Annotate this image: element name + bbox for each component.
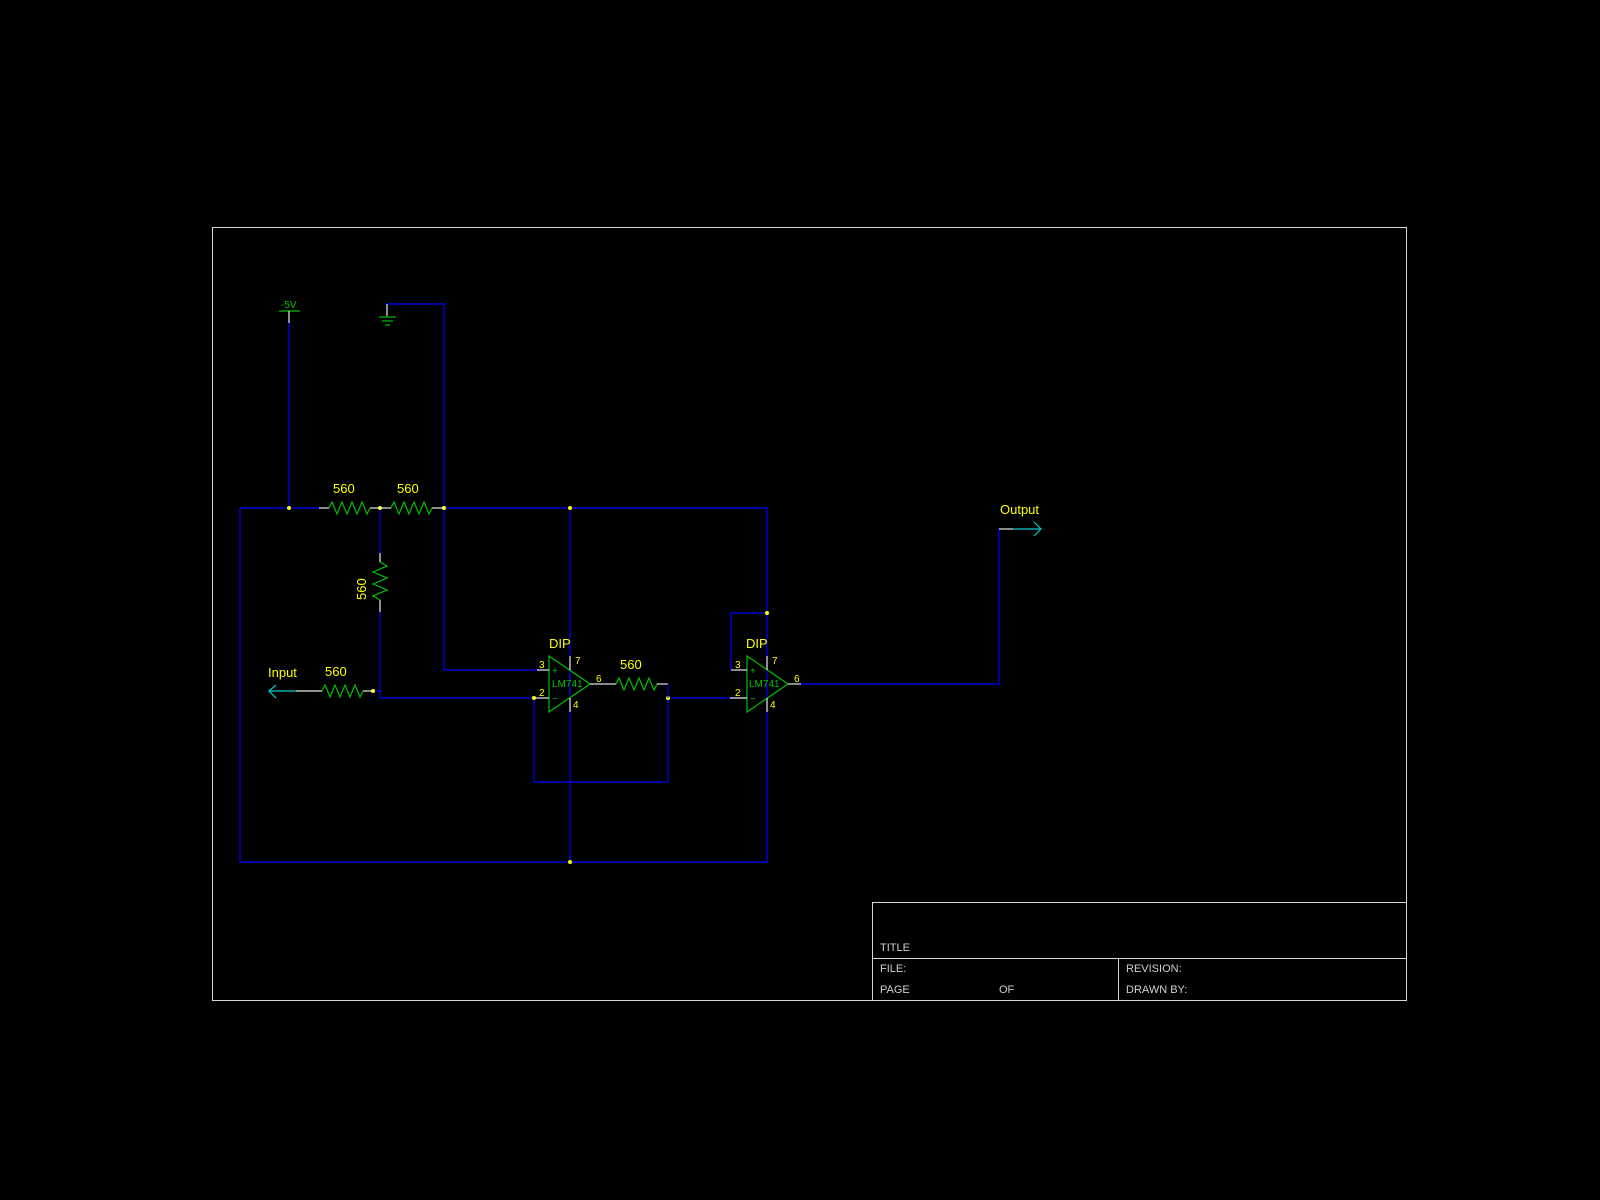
- title-block: TITLE FILE: PAGE OF REVISION: DRAWN BY:: [872, 902, 1407, 1001]
- title-label: TITLE: [880, 942, 910, 954]
- opamp-package: DIP: [746, 636, 768, 651]
- opamp-2: + − LM741 DIP 3 2 6 7 4: [730, 636, 801, 714]
- wires: [239, 303, 1000, 863]
- resistor-value: 560: [333, 481, 355, 496]
- page-of-label: OF: [999, 984, 1015, 996]
- opamp-package: DIP: [549, 636, 571, 651]
- pin-number: 7: [575, 656, 581, 667]
- resistor-value: 560: [354, 578, 369, 600]
- resistor-zigzag: [328, 500, 371, 516]
- pin-number: 2: [539, 688, 545, 699]
- resistor-r4: 560: [296, 664, 373, 699]
- resistor-value: 560: [397, 481, 419, 496]
- wire-input-to-opamp1-inv: [373, 690, 534, 699]
- resistor-value: 560: [325, 664, 347, 679]
- opamp-plus-sign: +: [750, 666, 756, 677]
- resistor-zigzag: [371, 561, 389, 601]
- output-arrow-icon: [1033, 521, 1042, 537]
- title-block-border: [872, 902, 1407, 1001]
- pin-number: 6: [794, 674, 800, 685]
- wire-to-output: [801, 529, 1000, 685]
- resistor-zigzag: [321, 683, 364, 699]
- supply-label: -5V: [281, 300, 297, 311]
- wire-feedback-loop: [533, 698, 669, 783]
- wire-ground-to-opamp1-noninv: [387, 303, 537, 671]
- junction-dot: [287, 506, 291, 510]
- resistor-zigzag: [390, 500, 433, 516]
- pin-number: 4: [770, 700, 776, 711]
- wire-outer-loop: [239, 507, 768, 863]
- pin-number: 7: [772, 656, 778, 667]
- supply-symbol: -5V: [279, 300, 300, 323]
- resistor-value: 560: [620, 657, 642, 672]
- resistor-r3: 560: [354, 553, 389, 612]
- opamp-part: LM741: [552, 679, 583, 690]
- drawing-frame: [212, 227, 1407, 1001]
- pin-number: 3: [539, 660, 545, 671]
- ground-icon: [379, 304, 396, 326]
- junction-dot: [568, 506, 572, 510]
- resistor-zigzag: [615, 676, 658, 692]
- opamp-1: + − LM741 DIP 3 2 6 7 4: [534, 636, 602, 714]
- junction-dot: [568, 860, 572, 864]
- pin-number: 4: [573, 700, 579, 711]
- opamp-part: LM741: [749, 679, 780, 690]
- resistor-r5: 560: [602, 657, 669, 698]
- resistor-r2: 560: [380, 481, 444, 516]
- wire-opamp2-noninv: [730, 612, 767, 670]
- pin-number: 6: [596, 674, 602, 685]
- junction-dot: [765, 611, 769, 615]
- junctions: [287, 506, 769, 864]
- output-label: Output: [1000, 502, 1039, 517]
- output-port: Output: [999, 502, 1042, 537]
- resistor-r1: 560: [319, 481, 380, 516]
- pin-number: 3: [735, 660, 741, 671]
- opamp-minus-sign: −: [552, 694, 558, 705]
- revision-label: REVISION:: [1126, 963, 1182, 975]
- drawn-by-label: DRAWN BY:: [1126, 984, 1187, 996]
- file-label: FILE:: [880, 963, 906, 975]
- pin-number: 2: [735, 688, 741, 699]
- input-label: Input: [268, 665, 297, 680]
- page-label: PAGE: [880, 984, 910, 996]
- opamp-plus-sign: +: [552, 666, 558, 677]
- input-port: Input: [268, 665, 297, 699]
- opamp-minus-sign: −: [750, 694, 756, 705]
